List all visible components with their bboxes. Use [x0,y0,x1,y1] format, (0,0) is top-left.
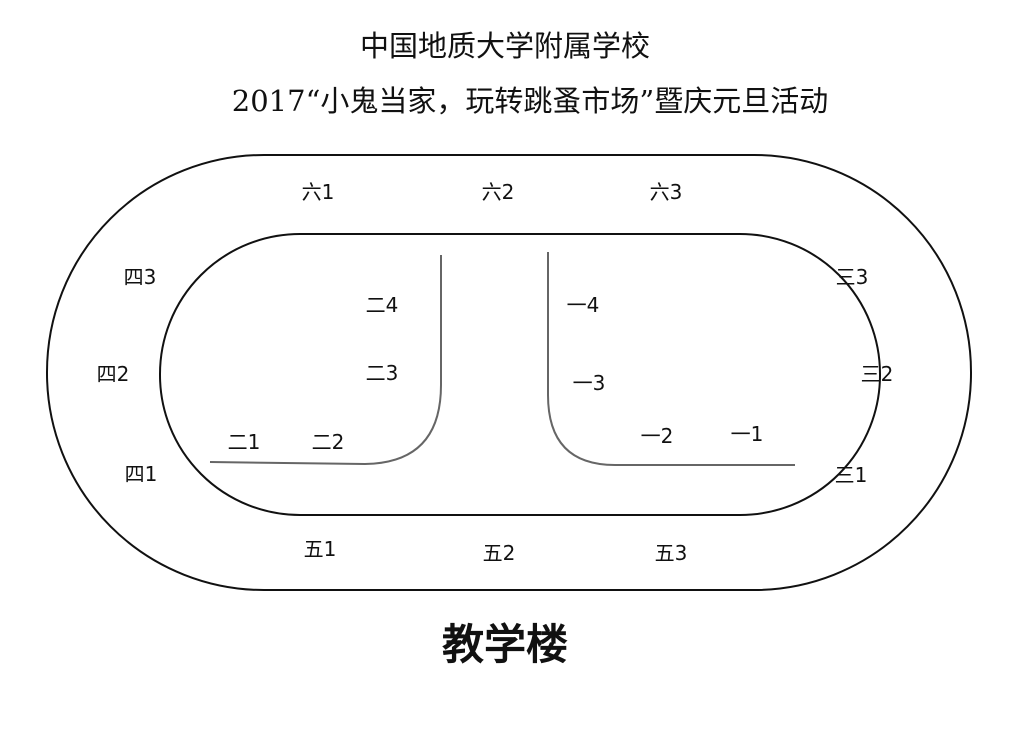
stall-si3: 四3 [124,265,157,289]
stall-san2: 三2 [861,362,894,386]
inner-track [159,233,881,516]
title-line-1: 中国地质大学附属学校 [360,29,650,63]
outer-track [46,154,972,591]
building-label: 教学楼 [442,620,568,669]
stall-si1: 四1 [125,462,158,486]
stall-si2: 四2 [97,362,130,386]
stall-liu2: 六2 [482,180,515,204]
left-divider-line [209,255,442,466]
stall-wu1: 五1 [304,537,337,561]
stall-labels: 六1 六2 六3 四3 四2 四1 三3 三2 三1 五1 五2 五3 二4 二… [97,180,894,565]
stall-er3: 二3 [366,361,399,385]
stall-liu1: 六1 [302,180,335,204]
stall-yi3: 一3 [573,371,606,395]
stall-er1: 二1 [228,430,261,454]
stall-san1: 三1 [835,463,868,487]
stall-yi2: 一2 [641,424,674,448]
right-divider-line [547,252,795,466]
stall-er2: 二2 [312,430,345,454]
stall-liu3: 六3 [650,180,683,204]
stall-wu2: 五2 [483,541,516,565]
stall-yi4: 一4 [567,293,600,317]
title-line-2: 2017“小鬼当家，玩转跳蚤市场”暨庆元旦活动 [232,84,828,118]
stall-er4: 二4 [366,293,399,317]
stall-san3: 三3 [836,265,869,289]
stall-yi1: 一1 [731,422,764,446]
stall-wu3: 五3 [655,541,688,565]
